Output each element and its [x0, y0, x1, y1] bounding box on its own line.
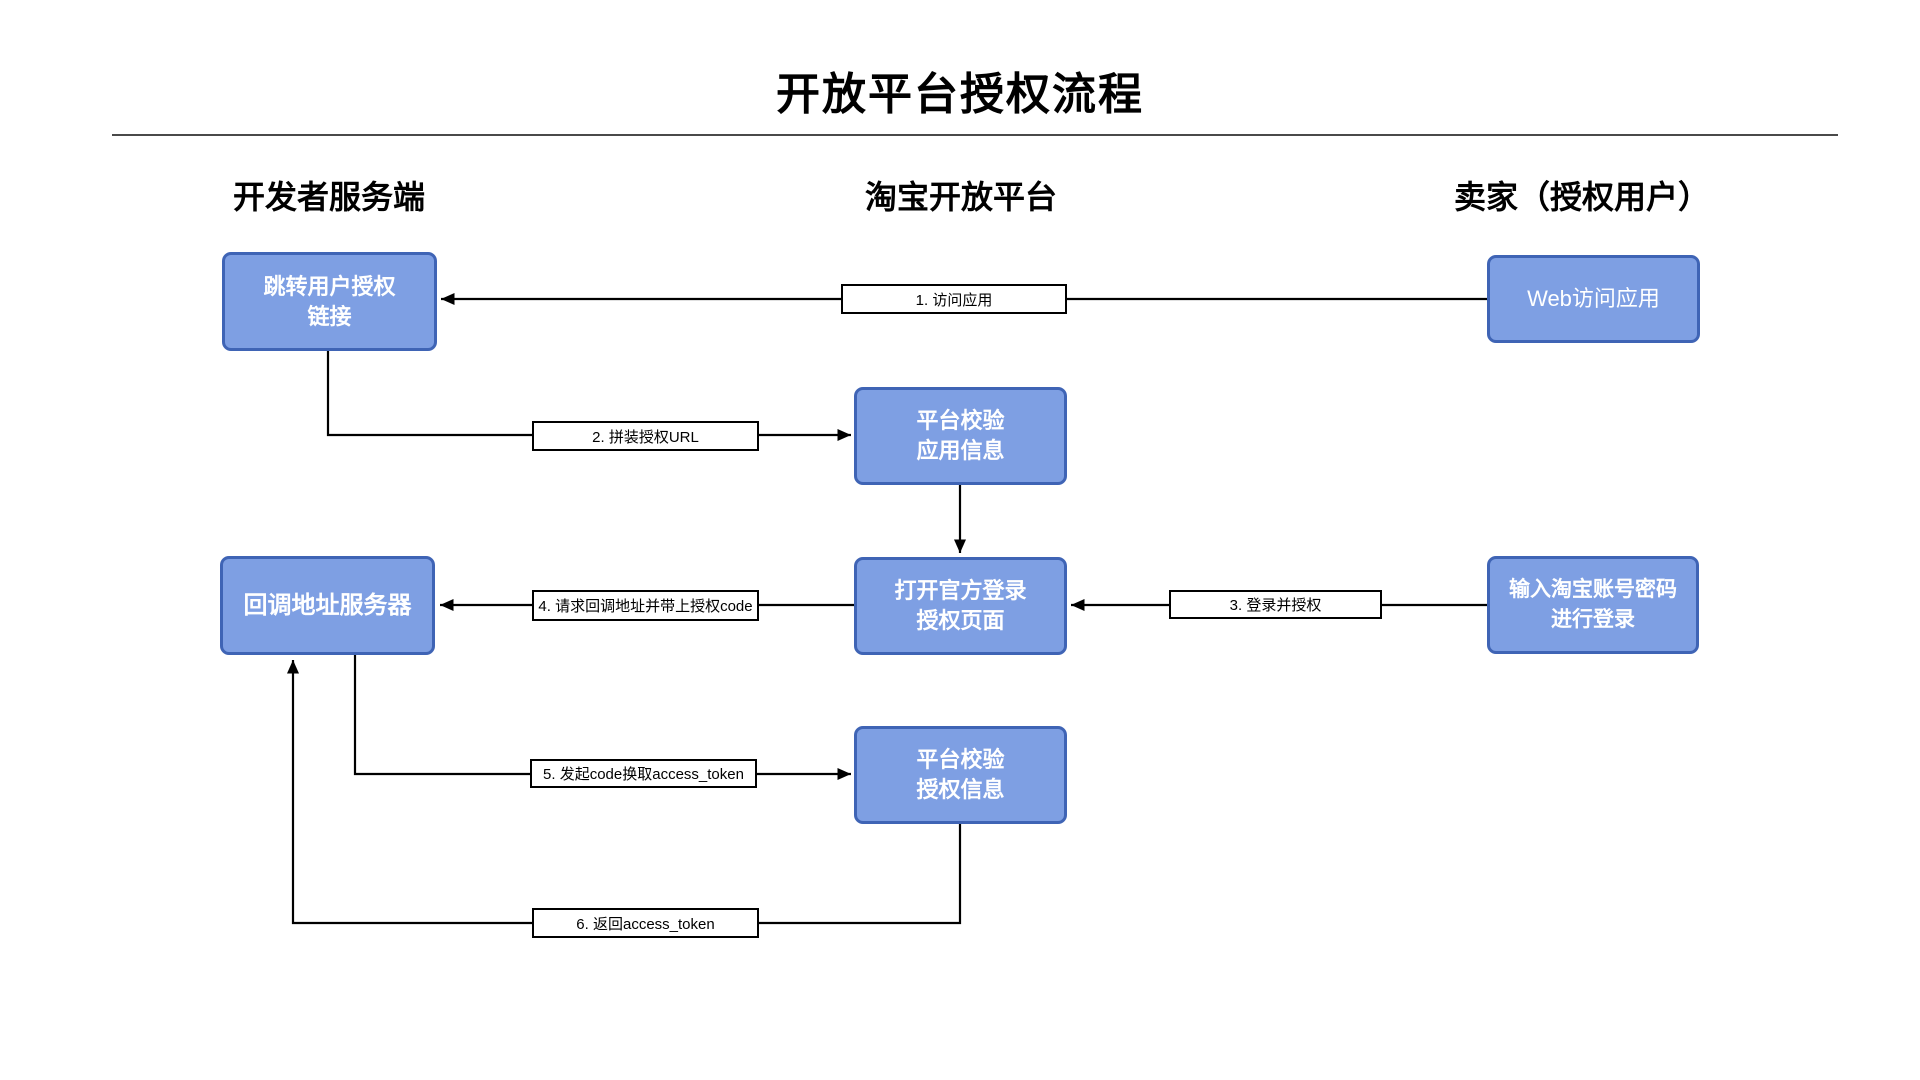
step-label-2-build-auth-url: 2. 拼装授权URL	[532, 421, 759, 451]
node-input-taobao-account: 输入淘宝账号密码 进行登录	[1487, 556, 1699, 654]
node-callback-server: 回调地址服务器	[220, 556, 435, 655]
column-header-platform: 淘宝开放平台	[864, 179, 1058, 215]
page-title: 开放平台授权流程	[776, 70, 1144, 119]
node-jump-auth-link: 跳转用户授权 链接	[222, 252, 437, 351]
step-label-4-request-callback-with-code: 4. 请求回调地址并带上授权code	[532, 590, 759, 621]
node-web-access-app: Web访问应用	[1487, 255, 1700, 343]
node-open-official-login-page: 打开官方登录 授权页面	[854, 557, 1067, 655]
node-platform-verify-auth-info: 平台校验 授权信息	[854, 726, 1067, 824]
step-label-1-access-app: 1. 访问应用	[841, 284, 1067, 314]
step-label-3-login-authorize: 3. 登录并授权	[1169, 590, 1382, 619]
node-platform-verify-app-info: 平台校验 应用信息	[854, 387, 1067, 485]
step-label-6-return-access-token: 6. 返回access_token	[532, 908, 759, 938]
column-header-seller: 卖家（授权用户）	[1453, 179, 1711, 215]
arrow-5-exchange-code	[353, 655, 851, 780]
title-divider	[112, 134, 1838, 136]
step-label-5-exchange-code-for-token: 5. 发起code换取access_token	[530, 759, 757, 788]
column-header-developer: 开发者服务端	[232, 179, 426, 215]
